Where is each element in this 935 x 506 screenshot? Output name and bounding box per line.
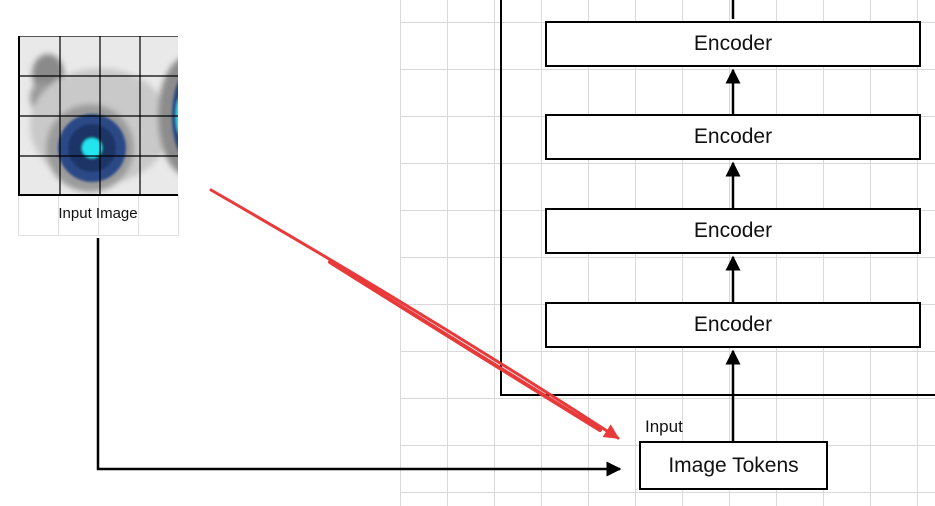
encoder-label: Encoder — [693, 313, 773, 336]
highlight-arrow — [209, 188, 620, 440]
image-tokens-label: Image Tokens — [668, 453, 799, 477]
input-label: Input — [645, 417, 683, 436]
arrow-image-to-tokens — [96, 238, 622, 477]
image-tokens-box: Image Tokens — [639, 441, 828, 490]
encoder-label: Encoder — [693, 125, 773, 148]
highlight-arrow-thick — [328, 260, 602, 432]
encoder-label: Encoder — [693, 32, 773, 55]
encoder-label: Encoder — [693, 219, 773, 242]
encoder-block-2: Encoder — [545, 208, 921, 254]
encoder-block-3: Encoder — [545, 114, 921, 160]
encoder-block-1: Encoder — [545, 302, 921, 348]
input-image-caption: Input Image — [58, 205, 138, 222]
input-image-picture — [20, 36, 178, 194]
thumbnail-caption-grid — [18, 195, 179, 236]
encoder-stack-frame — [500, 0, 935, 396]
encoder-block-4: Encoder — [545, 21, 921, 67]
input-image-thumbnail — [18, 36, 178, 196]
